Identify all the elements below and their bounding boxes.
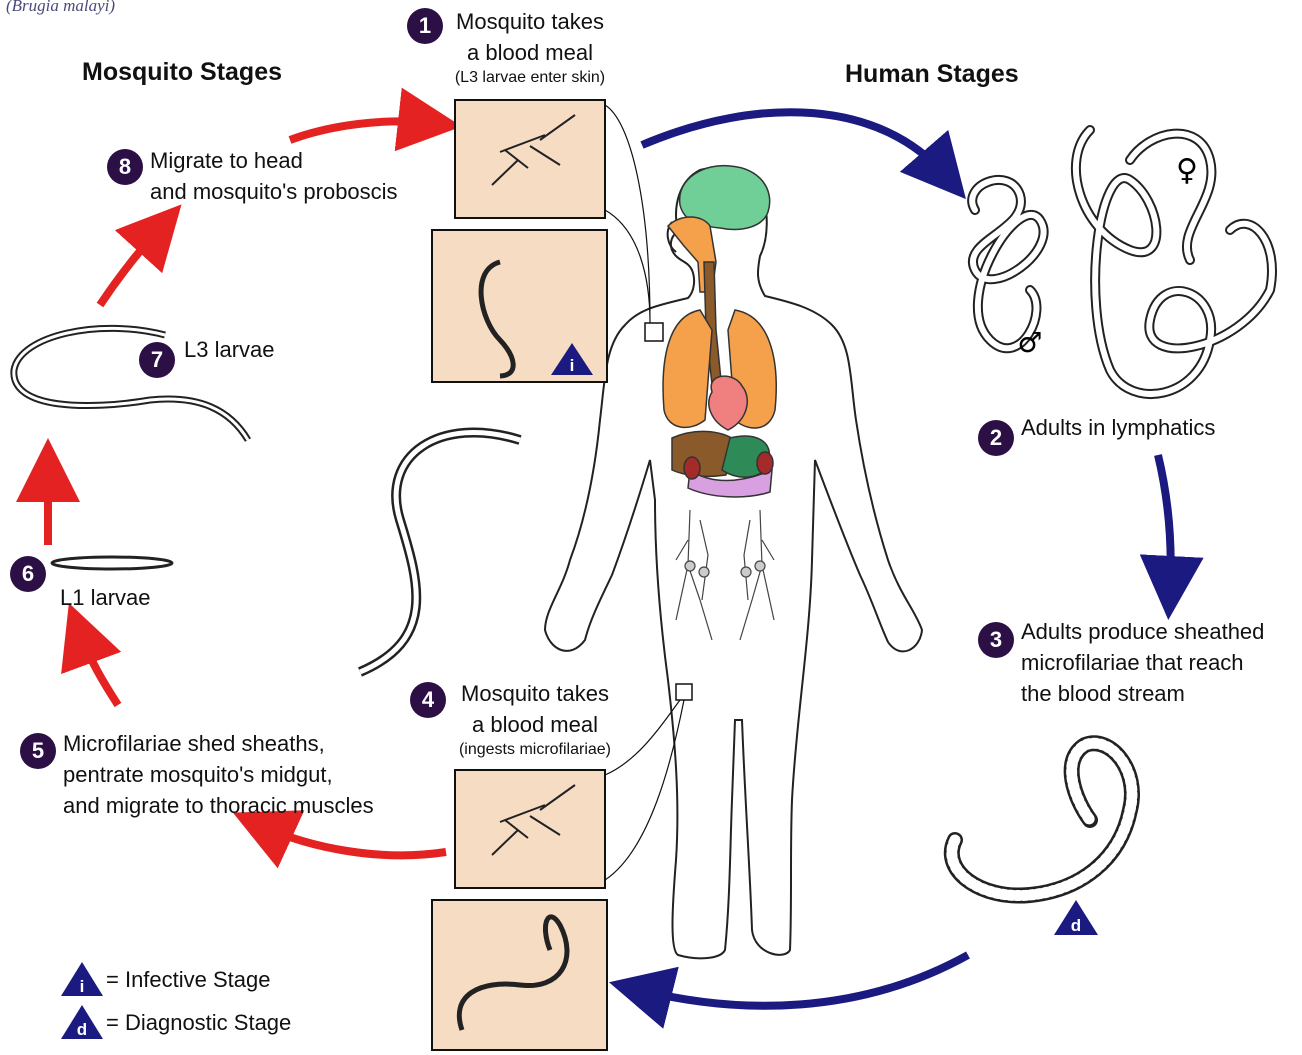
arrow-5-to-6 [80, 633, 118, 705]
step-5-badge: 5 [20, 733, 56, 769]
left-lung [663, 310, 712, 427]
legend-infective-text: = Infective Stage [106, 966, 271, 994]
diagnostic-marker-step3-label: d [1071, 916, 1081, 935]
step-4-line-1: Mosquito takes [425, 678, 645, 709]
legend-diagnostic-text: = Diagnostic Stage [106, 1009, 291, 1037]
lymphatic-vessels [676, 510, 774, 640]
step-3-label: Adults produce sheathed microfilariae th… [1021, 616, 1264, 709]
step-8-line-2: and mosquito's proboscis [150, 176, 398, 207]
step-4-line-2: a blood meal [425, 709, 645, 740]
callout-lines-top [605, 105, 650, 323]
female-symbol: ♀ [1176, 153, 1198, 188]
step-8-label: Migrate to head and mosquito's proboscis [150, 145, 398, 207]
step-5-line-2: pentrate mosquito's midgut, [63, 759, 374, 790]
human-stages-heading: Human Stages [845, 60, 1019, 89]
microfilaria-illustration: d [952, 743, 1132, 935]
step-4-note: (ingests microfilariae) [425, 740, 645, 760]
step-8-line-1: Migrate to head [150, 145, 398, 176]
step-7-badge: 7 [139, 342, 175, 378]
arrow-2-to-3 [1158, 455, 1171, 588]
step-6-label: L1 larvae [60, 582, 151, 613]
microfilaria-large-inner [360, 432, 520, 672]
mosquito-bite-panel-bottom [455, 770, 605, 888]
step-4-label: Mosquito takes a blood meal (ingests mic… [425, 678, 645, 760]
step-1-note: (L3 larvae enter skin) [420, 68, 640, 88]
larva-panel-bottom [432, 900, 607, 1050]
step-6-badge: 6 [10, 556, 46, 592]
step-2-label: Adults in lymphatics [1021, 412, 1215, 443]
step-8-badge: 8 [107, 149, 143, 185]
skin-marker-bottom [676, 684, 692, 700]
microfilaria-large-illustration [360, 432, 520, 672]
mosquito-bite-panel-top [455, 100, 605, 218]
male-symbol: ♂ [1017, 326, 1042, 359]
step-1-line-2: a blood meal [420, 37, 640, 68]
left-kidney [684, 457, 700, 479]
step-2-badge: 2 [978, 420, 1014, 456]
l1-larva-illustration [52, 557, 172, 569]
arrow-7-to-8 [100, 228, 160, 305]
step-7-label: L3 larvae [184, 334, 275, 365]
arrow-8-to-1 [290, 121, 430, 140]
step-5-label: Microfilariae shed sheaths, pentrate mos… [63, 728, 374, 821]
legend-markers: i d [61, 962, 103, 1039]
mosquito-stages-heading: Mosquito Stages [82, 58, 282, 87]
right-kidney [757, 452, 773, 474]
step-3-line-1: Adults produce sheathed [1021, 616, 1264, 647]
legend-infective-mark: i [80, 977, 85, 996]
infective-marker-step1-label: i [570, 356, 575, 375]
step-3-line-3: the blood stream [1021, 678, 1264, 709]
species-name: (Brugia malayi) [6, 0, 115, 16]
step-3-badge: 3 [978, 622, 1014, 658]
step-3-line-2: microfilariae that reach [1021, 647, 1264, 678]
legend-diagnostic-mark: d [77, 1020, 87, 1039]
skin-marker-top [645, 323, 663, 341]
arrow-3-to-4 [640, 955, 968, 1006]
step-5-line-3: and migrate to thoracic muscles [63, 790, 374, 821]
step-5-line-1: Microfilariae shed sheaths, [63, 728, 374, 759]
step-1-label: Mosquito takes a blood meal (L3 larvae e… [420, 6, 640, 88]
step-1-line-1: Mosquito takes [420, 6, 640, 37]
step-1-insets: i [432, 100, 663, 382]
organs [663, 166, 776, 497]
arrow-4-to-5 [262, 826, 446, 855]
arrow-1-to-2 [642, 112, 945, 175]
